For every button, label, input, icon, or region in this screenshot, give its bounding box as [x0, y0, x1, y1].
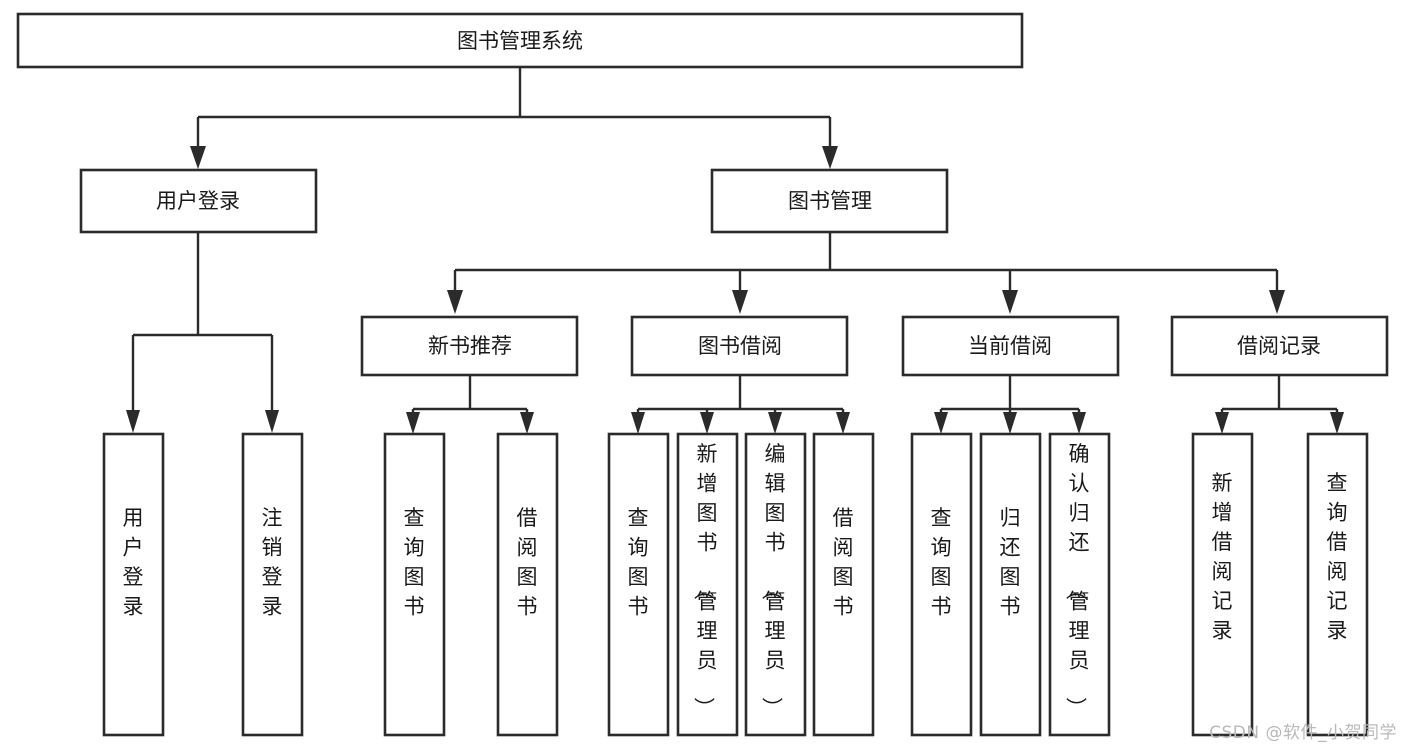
node-leaf-user-login-label: 用户登录 [123, 506, 144, 619]
node-new-book-rec[interactable]: 新书推荐 [360, 315, 579, 377]
node-current-borrow[interactable]: 当前借阅 [901, 315, 1120, 377]
arrow-to-current-borrow [1002, 290, 1018, 314]
node-leaf-query-record[interactable]: 查询借阅记录 [1306, 432, 1369, 737]
arrow-ul-leaf2 [265, 410, 279, 433]
arrow-nbr-leaf2 [520, 412, 534, 434]
node-user-login-label: 用户登录 [156, 189, 240, 213]
node-leaf-add-book[interactable]: 新增图书（管理员） [676, 432, 739, 737]
arrow-bb-leaf3 [768, 412, 782, 434]
node-leaf-return-book-label: 归还图书 [1000, 506, 1021, 619]
connectors-root-to-level2 [190, 68, 838, 169]
node-leaf-query-record-box[interactable] [1306, 432, 1369, 737]
node-leaf-borrow-book-1[interactable]: 借阅图书 [496, 432, 559, 737]
node-leaf-query-book-2-label: 查询图书 [628, 506, 649, 619]
node-leaf-edit-book-label: 编辑图书（管理员） [760, 442, 786, 718]
arrow-cb-leaf1 [934, 412, 948, 434]
node-root[interactable]: 图书管理系统 [16, 12, 1024, 69]
arrow-cb-leaf2 [1003, 412, 1017, 434]
arrow-to-user-login [190, 146, 206, 169]
node-book-borrow-box[interactable] [630, 315, 849, 377]
node-leaf-query-record-label: 查询借阅记录 [1327, 471, 1348, 643]
connectors-user-login-to-leaves [126, 233, 279, 433]
node-leaf-borrow-book-1-label: 借阅图书 [517, 506, 538, 619]
node-leaf-logout-login-box[interactable] [241, 432, 304, 737]
node-leaf-query-book-3-box[interactable] [910, 432, 973, 737]
node-book-manage[interactable]: 图书管理 [710, 168, 949, 234]
arrow-cb-leaf3 [1072, 412, 1086, 434]
node-leaf-query-book-1-box[interactable] [383, 432, 446, 737]
node-leaf-confirm-return-label: 确认归还（管理员） [1064, 442, 1090, 718]
node-current-borrow-box[interactable] [901, 315, 1120, 377]
node-book-borrow[interactable]: 图书借阅 [630, 315, 849, 377]
node-current-borrow-label: 当前借阅 [968, 334, 1052, 358]
node-leaf-query-book-2-box[interactable] [607, 432, 670, 737]
node-book-manage-box[interactable] [710, 168, 949, 234]
node-book-borrow-label: 图书借阅 [698, 334, 782, 358]
arrow-to-book-borrow [732, 290, 748, 314]
arrow-to-borrow-record [1269, 290, 1285, 314]
node-root-label: 图书管理系统 [457, 29, 583, 53]
arrow-nbr-leaf1 [406, 412, 420, 434]
node-root-box[interactable] [16, 12, 1024, 69]
node-leaf-edit-book-box[interactable] [744, 432, 807, 737]
connectors-book-borrow-to-leaves [631, 376, 850, 434]
arrow-bb-leaf2 [700, 412, 714, 434]
connectors-borrow-record-to-leaves [1215, 376, 1344, 434]
node-leaf-user-login-box[interactable] [102, 432, 165, 737]
arrow-bb-leaf1 [631, 412, 645, 434]
arrow-to-book-manage [822, 146, 838, 169]
node-leaf-add-book-box[interactable] [676, 432, 739, 737]
node-new-book-rec-box[interactable] [360, 315, 579, 377]
node-leaf-confirm-return[interactable]: 确认归还（管理员） [1048, 432, 1111, 737]
node-book-manage-label: 图书管理 [788, 189, 872, 213]
connectors-book-manage-to-level3 [447, 233, 1285, 314]
node-borrow-record-label: 借阅记录 [1237, 334, 1321, 358]
node-leaf-logout-login-label: 注销登录 [262, 506, 283, 619]
node-leaf-query-book-3[interactable]: 查询图书 [910, 432, 973, 737]
connectors-new-book-rec-to-leaves [406, 376, 534, 434]
connectors-current-borrow-to-leaves [934, 376, 1086, 434]
node-leaf-return-book[interactable]: 归还图书 [979, 432, 1042, 737]
node-borrow-record[interactable]: 借阅记录 [1170, 315, 1389, 377]
arrow-br-leaf2 [1330, 412, 1344, 434]
node-leaf-logout-login[interactable]: 注销登录 [241, 432, 304, 737]
node-leaf-edit-book[interactable]: 编辑图书（管理员） [744, 432, 807, 737]
node-leaf-query-book-1[interactable]: 查询图书 [383, 432, 446, 737]
node-leaf-borrow-book-2-box[interactable] [812, 432, 875, 737]
node-leaf-query-book-1-label: 查询图书 [404, 506, 425, 619]
node-leaf-borrow-book-1-box[interactable] [496, 432, 559, 737]
node-leaf-query-book-3-label: 查询图书 [931, 506, 952, 619]
node-leaf-add-record[interactable]: 新增借阅记录 [1191, 432, 1254, 737]
node-user-login[interactable]: 用户登录 [79, 168, 318, 234]
node-leaf-return-book-box[interactable] [979, 432, 1042, 737]
arrow-br-leaf1 [1215, 412, 1229, 434]
node-user-login-box[interactable] [79, 168, 318, 234]
arrow-to-new-book-rec [447, 290, 463, 314]
node-leaf-confirm-return-box[interactable] [1048, 432, 1111, 737]
node-leaf-borrow-book-2[interactable]: 借阅图书 [812, 432, 875, 737]
node-new-book-rec-label: 新书推荐 [428, 334, 512, 358]
node-leaf-add-record-label: 新增借阅记录 [1212, 471, 1233, 643]
node-leaf-add-record-box[interactable] [1191, 432, 1254, 737]
node-leaf-user-login[interactable]: 用户登录 [102, 432, 165, 737]
node-leaf-query-book-2[interactable]: 查询图书 [607, 432, 670, 737]
node-borrow-record-box[interactable] [1170, 315, 1389, 377]
node-leaf-borrow-book-2-label: 借阅图书 [833, 506, 854, 619]
arrow-ul-leaf1 [126, 410, 140, 433]
node-leaf-add-book-label: 新增图书（管理员） [692, 442, 718, 718]
arrow-bb-leaf4 [836, 412, 850, 434]
